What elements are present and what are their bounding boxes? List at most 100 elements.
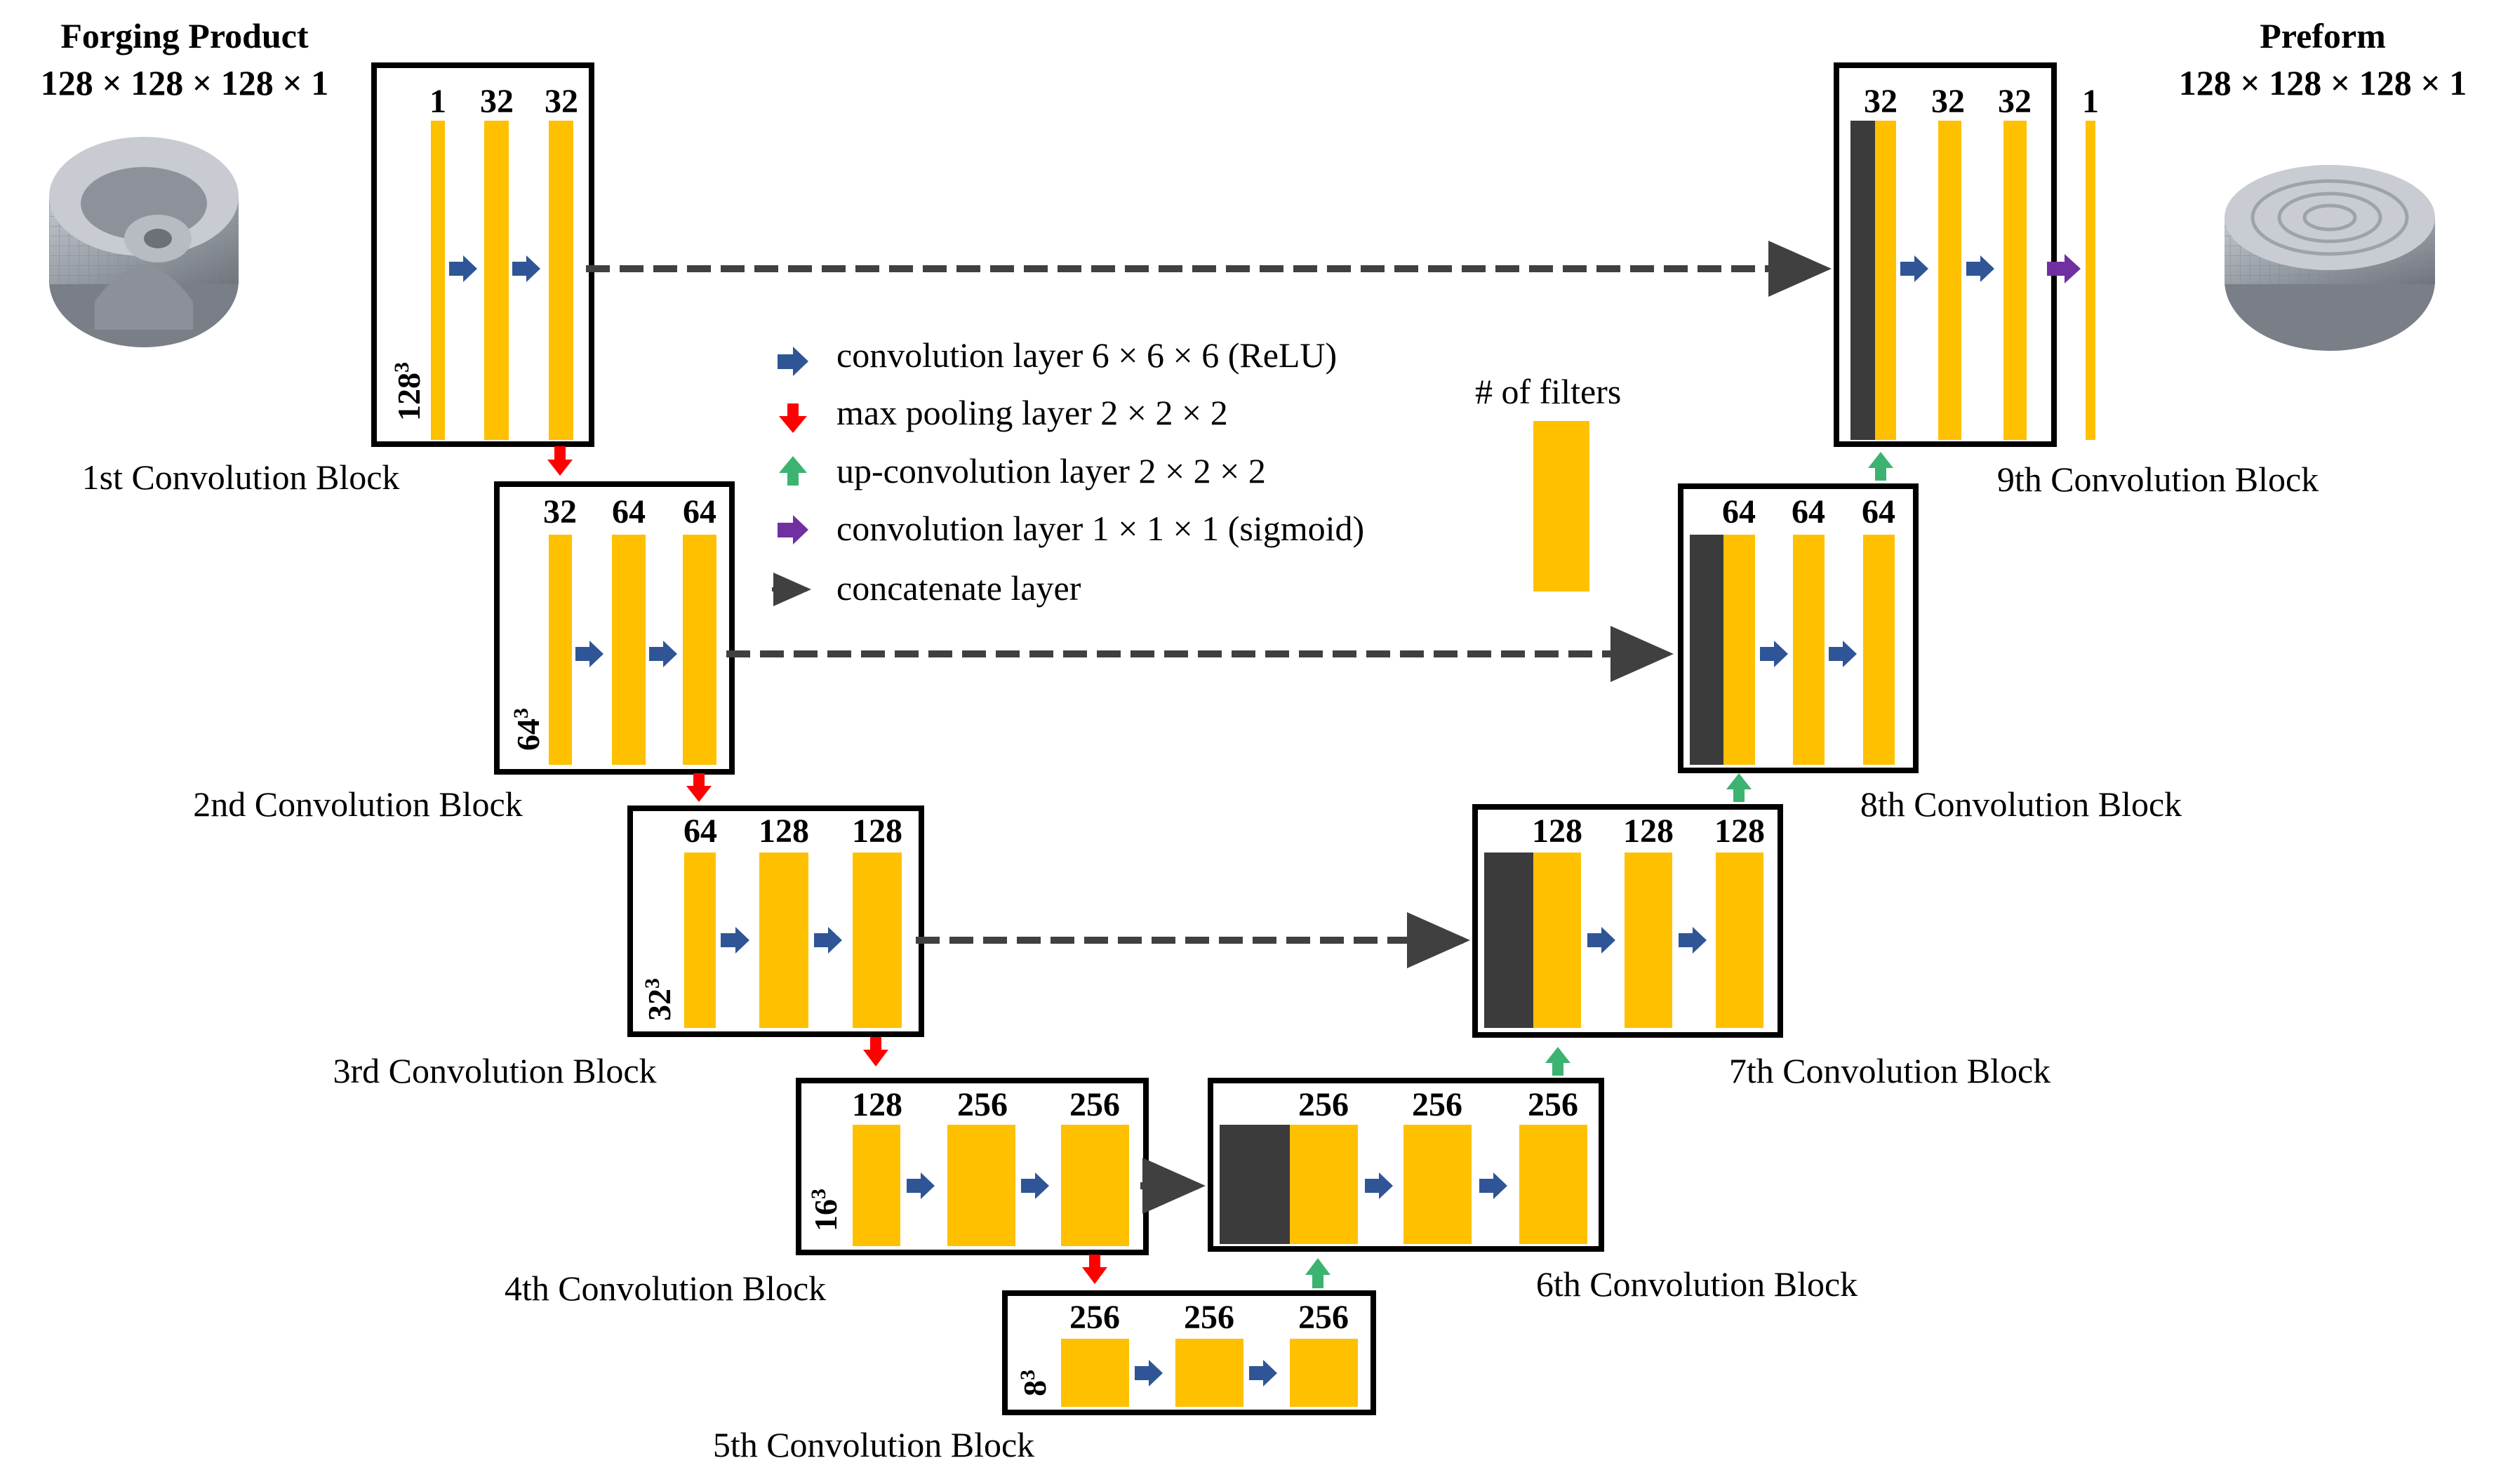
block-caption: 5th Convolution Block — [713, 1425, 1034, 1464]
filter-count: 1 — [2082, 83, 2099, 120]
max-pool-arrow — [686, 773, 712, 802]
copied-feature-map — [1690, 535, 1723, 765]
spatial-size-label: 1283 — [390, 362, 427, 421]
filter-count: 64 — [612, 493, 646, 530]
conv-arrow — [512, 255, 540, 282]
filter-count: 32 — [1998, 83, 2032, 120]
feature-map — [1938, 121, 1961, 440]
block-caption: 9th Convolution Block — [1997, 460, 2319, 499]
feature-map — [853, 853, 902, 1028]
copied-feature-map — [1850, 121, 1875, 440]
spatial-size-label: 643 — [509, 708, 547, 751]
legend-pool-label: max pooling layer 2 × 2 × 2 — [836, 393, 1228, 432]
legend-conv-label: convolution layer 6 × 6 × 6 (ReLU) — [836, 335, 1337, 375]
conv-arrow — [449, 255, 477, 282]
conv-arrow — [721, 927, 749, 954]
conv-block-5: 256 256 256 83 — [1002, 1290, 1376, 1415]
copied-feature-map — [1484, 853, 1533, 1028]
filter-count: 256 — [957, 1086, 1008, 1123]
filter-count: 256 — [1298, 1299, 1349, 1336]
filter-count: 128 — [1623, 813, 1674, 850]
conv-block-4: 128 256 256 163 — [796, 1078, 1149, 1255]
legend-concat-label: concatenate layer — [836, 568, 1081, 608]
block-caption: 4th Convolution Block — [505, 1269, 826, 1308]
feature-map — [759, 853, 808, 1028]
filter-count: 128 — [1714, 813, 1765, 850]
conv-arrow — [1021, 1172, 1049, 1199]
copied-feature-map — [1220, 1125, 1290, 1244]
conv-arrow-legend-icon — [778, 347, 808, 376]
feature-map — [1175, 1339, 1243, 1407]
conv-block-8: 64 64 64 — [1678, 483, 1919, 773]
up-conv-arrow — [1545, 1047, 1570, 1076]
up-conv-arrow-legend-icon — [779, 456, 807, 486]
output-feature-map — [2086, 121, 2095, 440]
feature-map — [1793, 535, 1825, 765]
feature-map — [947, 1125, 1015, 1246]
legend-upconv-label: up-convolution layer 2 × 2 × 2 — [836, 451, 1266, 490]
conv-arrow — [1900, 255, 1928, 282]
input-dims: 128 × 128 × 128 × 1 — [41, 63, 328, 102]
feature-map — [1716, 853, 1763, 1028]
conv-arrow — [575, 641, 603, 667]
feature-map — [1403, 1125, 1472, 1244]
input-title: Forging Product — [60, 16, 309, 55]
up-conv-arrow — [1868, 452, 1893, 481]
filter-count: 32 — [1864, 83, 1898, 120]
spatial-size-label: 83 — [1016, 1370, 1053, 1396]
filter-count: 32 — [1931, 83, 1965, 120]
feature-map — [1723, 535, 1755, 765]
filter-count: 32 — [480, 83, 514, 120]
feature-map — [484, 121, 509, 440]
up-conv-arrow — [1726, 773, 1752, 802]
feature-map — [1061, 1339, 1129, 1407]
filter-count: 256 — [1298, 1086, 1349, 1123]
feature-map — [612, 535, 646, 765]
spatial-size-label: 323 — [641, 978, 678, 1021]
filter-count: 256 — [1412, 1086, 1462, 1123]
feature-map — [549, 535, 572, 765]
feature-map — [853, 1125, 900, 1246]
sigmoid-arrow-legend-icon — [778, 515, 808, 544]
filter-count: 32 — [545, 83, 578, 120]
max-pool-arrow-legend-icon — [779, 403, 807, 433]
block-caption: 1st Convolution Block — [82, 457, 400, 497]
filter-count: 128 — [852, 813, 902, 850]
filter-count: 256 — [1528, 1086, 1578, 1123]
legend: convolution layer 6 × 6 × 6 (ReLU) max p… — [772, 335, 1621, 608]
feature-map — [1290, 1339, 1358, 1407]
filter-count: 128 — [852, 1086, 902, 1123]
max-pool-arrow — [1082, 1255, 1107, 1284]
conv-block-6: 256 256 256 — [1208, 1078, 1604, 1252]
feature-map — [683, 535, 716, 765]
conv-arrow — [1679, 927, 1707, 954]
output-title: Preform — [2260, 16, 2386, 55]
feature-map — [1533, 853, 1581, 1028]
conv-arrow — [1966, 255, 1994, 282]
feature-map — [684, 853, 716, 1028]
filter-count: 256 — [1184, 1299, 1234, 1336]
legend-sigmoid-label: convolution layer 1 × 1 × 1 (sigmoid) — [836, 509, 1364, 548]
conv-block-2: 32 64 64 643 — [494, 481, 735, 775]
block-caption: 8th Convolution Block — [1860, 784, 2182, 824]
sigmoid-arrow — [2047, 254, 2081, 283]
feature-map — [1061, 1125, 1129, 1246]
filter-count: 32 — [543, 493, 577, 530]
conv-arrow — [1135, 1360, 1163, 1386]
filter-count: 128 — [759, 813, 809, 850]
max-pool-arrow — [547, 446, 573, 476]
feature-map — [549, 121, 573, 440]
conv-arrow — [649, 641, 677, 667]
conv-block-1: 1 32 32 1283 — [371, 62, 594, 447]
conv-arrow — [814, 927, 842, 954]
feature-map — [431, 121, 445, 440]
block-caption: 3rd Convolution Block — [333, 1051, 656, 1090]
feature-map — [1519, 1125, 1587, 1244]
preform-image — [2225, 165, 2435, 351]
spatial-size-label: 163 — [807, 1189, 844, 1231]
conv-arrow — [1587, 927, 1615, 954]
conv-arrow — [1829, 641, 1857, 667]
up-conv-arrow — [1305, 1258, 1330, 1288]
filter-count: 64 — [1722, 493, 1756, 530]
